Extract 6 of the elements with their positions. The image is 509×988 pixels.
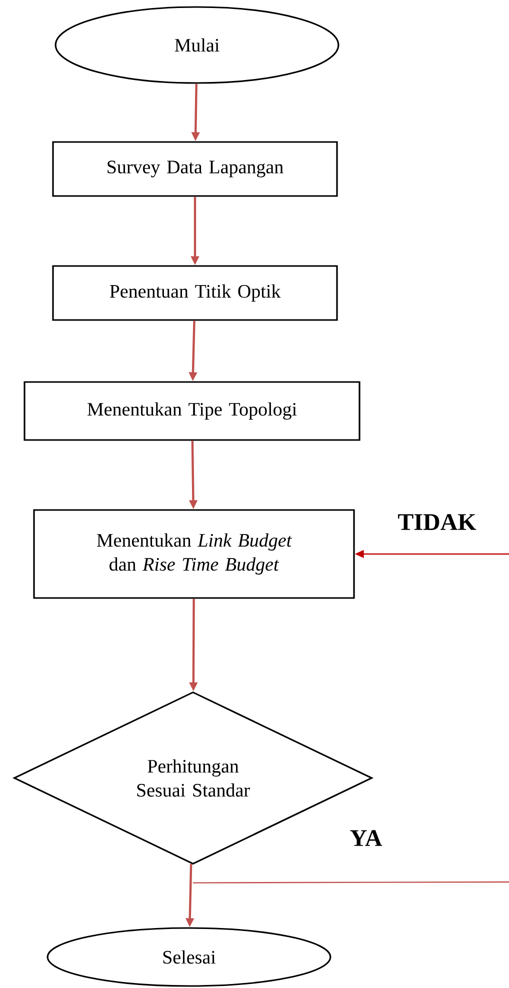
process-box: Menentukan Link Budget dan Rise Time Budget [33, 509, 355, 599]
process-box: Survey Data Lapangan [52, 141, 338, 197]
process-box: Penentuan Titik Optik [52, 265, 338, 321]
process-box: Menentukan Tipe Topologi [24, 381, 360, 441]
branch-label: YA [350, 830, 382, 846]
branch-label: TIDAK [398, 514, 476, 530]
